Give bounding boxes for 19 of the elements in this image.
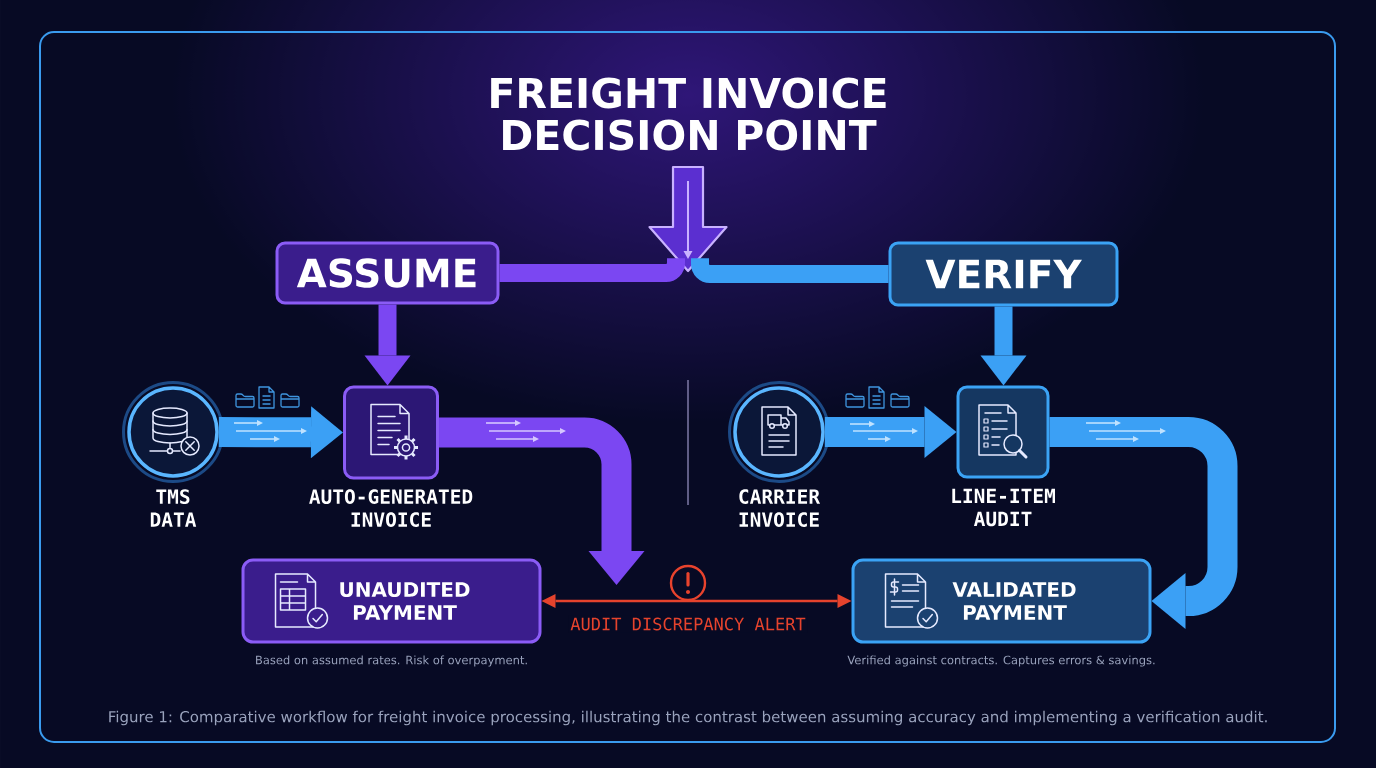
arrow — [980, 306, 1027, 386]
decision-arrow — [648, 165, 728, 273]
title: FREIGHT INVOICE DECISION POINT — [491, 77, 886, 151]
choice-box: VERIFY — [888, 241, 1119, 307]
note-text: Verified against contracts. Captures errors & savings. — [847, 655, 1155, 667]
arrow — [364, 304, 411, 386]
arrow — [1049, 417, 1238, 629]
arrow — [439, 417, 645, 585]
step-tile: AUTO-GENERATED INVOICE — [309, 385, 473, 527]
arrow — [824, 406, 957, 458]
note-text: Based on assumed rates. Risk of overpayment. — [256, 655, 527, 667]
caption: Figure 1: Comparative workflow for freight invoice processing, illustrating the contrast between assuming accuracy and implementing a verification audit. — [109, 710, 1267, 726]
connector-line — [691, 255, 889, 283]
arrow — [218, 406, 343, 459]
choice-box: ASSUME — [275, 241, 500, 305]
step-tile: LINE-ITEM AUDIT — [952, 385, 1055, 527]
payment-box: UNAUDITED PAYMENT — [241, 558, 542, 644]
payment-box: VALIDATED PAYMENT — [851, 558, 1152, 644]
double-arrow — [541, 594, 852, 608]
